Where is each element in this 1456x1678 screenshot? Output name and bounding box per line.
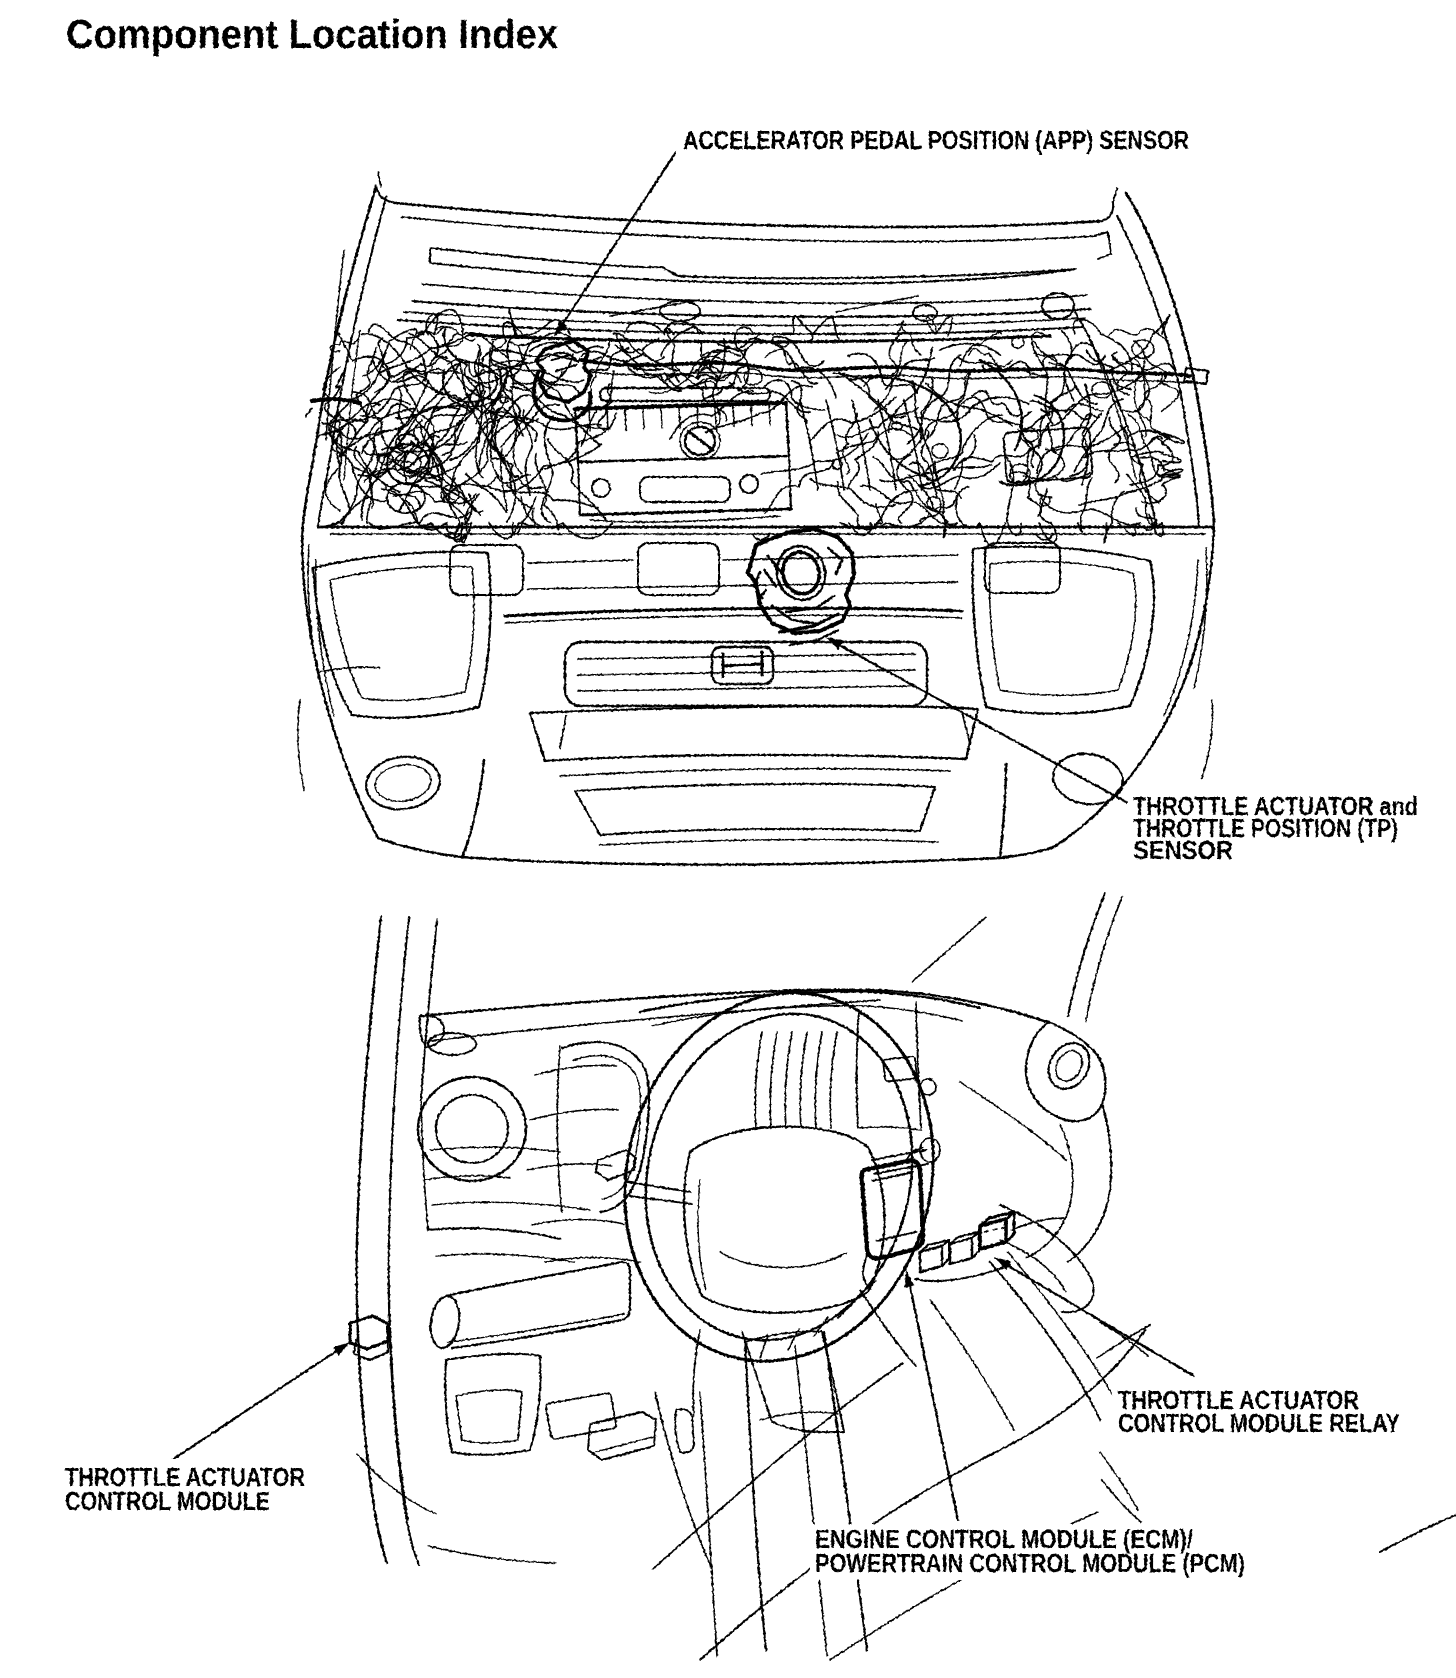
svg-text:SENSOR: SENSOR — [1133, 835, 1233, 865]
svg-text:THROTTLE POSITION (TP): THROTTLE POSITION (TP) — [1133, 813, 1398, 843]
svg-text:CONTROL MODULE RELAY: CONTROL MODULE RELAY — [1118, 1408, 1400, 1438]
svg-text:THROTTLE ACTUATOR: THROTTLE ACTUATOR — [1118, 1385, 1359, 1415]
svg-text:ACCELERATOR PEDAL POSITION (AP: ACCELERATOR PEDAL POSITION (APP) SENSOR — [683, 125, 1189, 155]
svg-text:CONTROL MODULE: CONTROL MODULE — [65, 1486, 270, 1516]
svg-text:THROTTLE ACTUATOR: THROTTLE ACTUATOR — [65, 1462, 305, 1492]
svg-text:POWERTRAIN CONTROL MODULE (PCM: POWERTRAIN CONTROL MODULE (PCM) — [815, 1548, 1245, 1578]
svg-text:ENGINE CONTROL MODULE (ECM)/: ENGINE CONTROL MODULE (ECM)/ — [815, 1524, 1193, 1554]
svg-text:THROTTLE ACTUATOR and: THROTTLE ACTUATOR and — [1133, 791, 1418, 821]
svg-text:Component Location Index: Component Location Index — [66, 11, 558, 57]
